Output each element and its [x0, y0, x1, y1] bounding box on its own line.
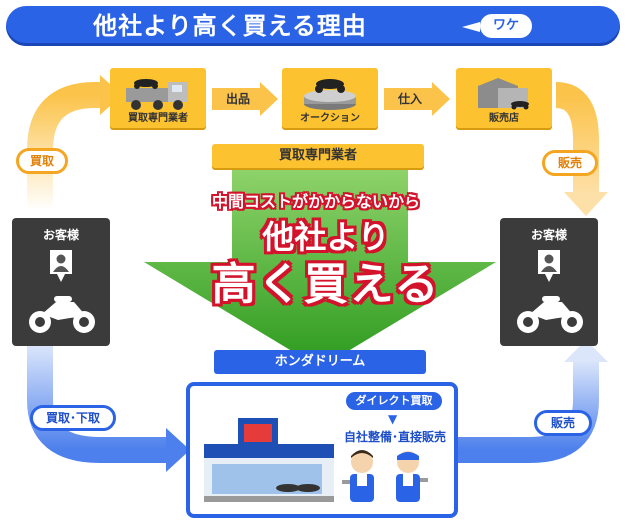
- title-badge: ワケ: [480, 14, 532, 38]
- badge-pointer: [462, 22, 480, 32]
- person-pin-icon: [50, 250, 72, 282]
- arc-bottom-right-head: [564, 340, 608, 362]
- customer-left-label: お客様: [42, 228, 79, 242]
- tile-auction: オークション: [282, 68, 378, 128]
- down-arrow-icon: ▼: [388, 412, 398, 426]
- page-title: 他社より高く買える理由: [93, 12, 367, 40]
- dealership-building-icon: [204, 418, 334, 502]
- honda-dream-label: ホンダドリーム: [214, 350, 426, 374]
- flow-arrow-2-label: 仕入: [397, 92, 422, 106]
- direct-buy-badge: ダイレクト買取: [346, 392, 442, 410]
- staff-mechanic-right-icon: [396, 451, 428, 502]
- arc-bottom-left: [27, 345, 168, 463]
- flow-arrow-1-label: 出品: [225, 92, 250, 106]
- truck-icon: [126, 79, 188, 110]
- customer-right-label: お客様: [530, 228, 567, 242]
- customer-right: お客様: [500, 218, 598, 346]
- arc-top-right-head: [564, 192, 608, 216]
- buyer-group-label: 買取専門業者: [212, 144, 424, 168]
- green-down-arrow: [144, 168, 496, 368]
- service-label: 自社整備･直接販売: [343, 430, 446, 444]
- label-buy-trade-bottom-left: 買取･下取: [30, 405, 116, 431]
- motorcycle-icon: [517, 296, 583, 333]
- message-line3: 高く買える: [211, 259, 441, 310]
- label-buy-top-left: 買取: [16, 148, 68, 174]
- tile-auction-label: オークション: [300, 113, 360, 124]
- motorcycle-icon: [29, 296, 95, 333]
- label-sell-bottom-right: 販売: [534, 410, 592, 436]
- staff-mechanic-left-icon: [342, 450, 374, 502]
- customer-left: お客様: [12, 218, 110, 346]
- honda-shop-panel: ダイレクト買取 ▼ 自社整備･直接販売: [186, 382, 458, 518]
- tile-buyer-label: 買取専門業者: [128, 113, 188, 124]
- flow-arrow-2: [384, 82, 450, 116]
- auction-stage-icon: [304, 79, 356, 110]
- tile-store-label: 販売店: [489, 113, 519, 124]
- arc-top-right: [554, 82, 599, 195]
- arc-top-left: [27, 82, 100, 210]
- store-icon: [478, 78, 529, 110]
- arc-bottom-left-head: [166, 428, 190, 472]
- arc-bottom-right: [456, 360, 599, 463]
- person-pin-icon: [538, 250, 560, 282]
- flow-arrow-1: [212, 82, 278, 116]
- message-line1: 中間コストがかからないから: [211, 192, 420, 211]
- tile-buyer: 買取専門業者: [110, 68, 206, 128]
- message-line2: 他社より: [262, 218, 390, 256]
- tile-store: 販売店: [456, 68, 552, 128]
- label-sell-top-right: 販売: [542, 150, 598, 176]
